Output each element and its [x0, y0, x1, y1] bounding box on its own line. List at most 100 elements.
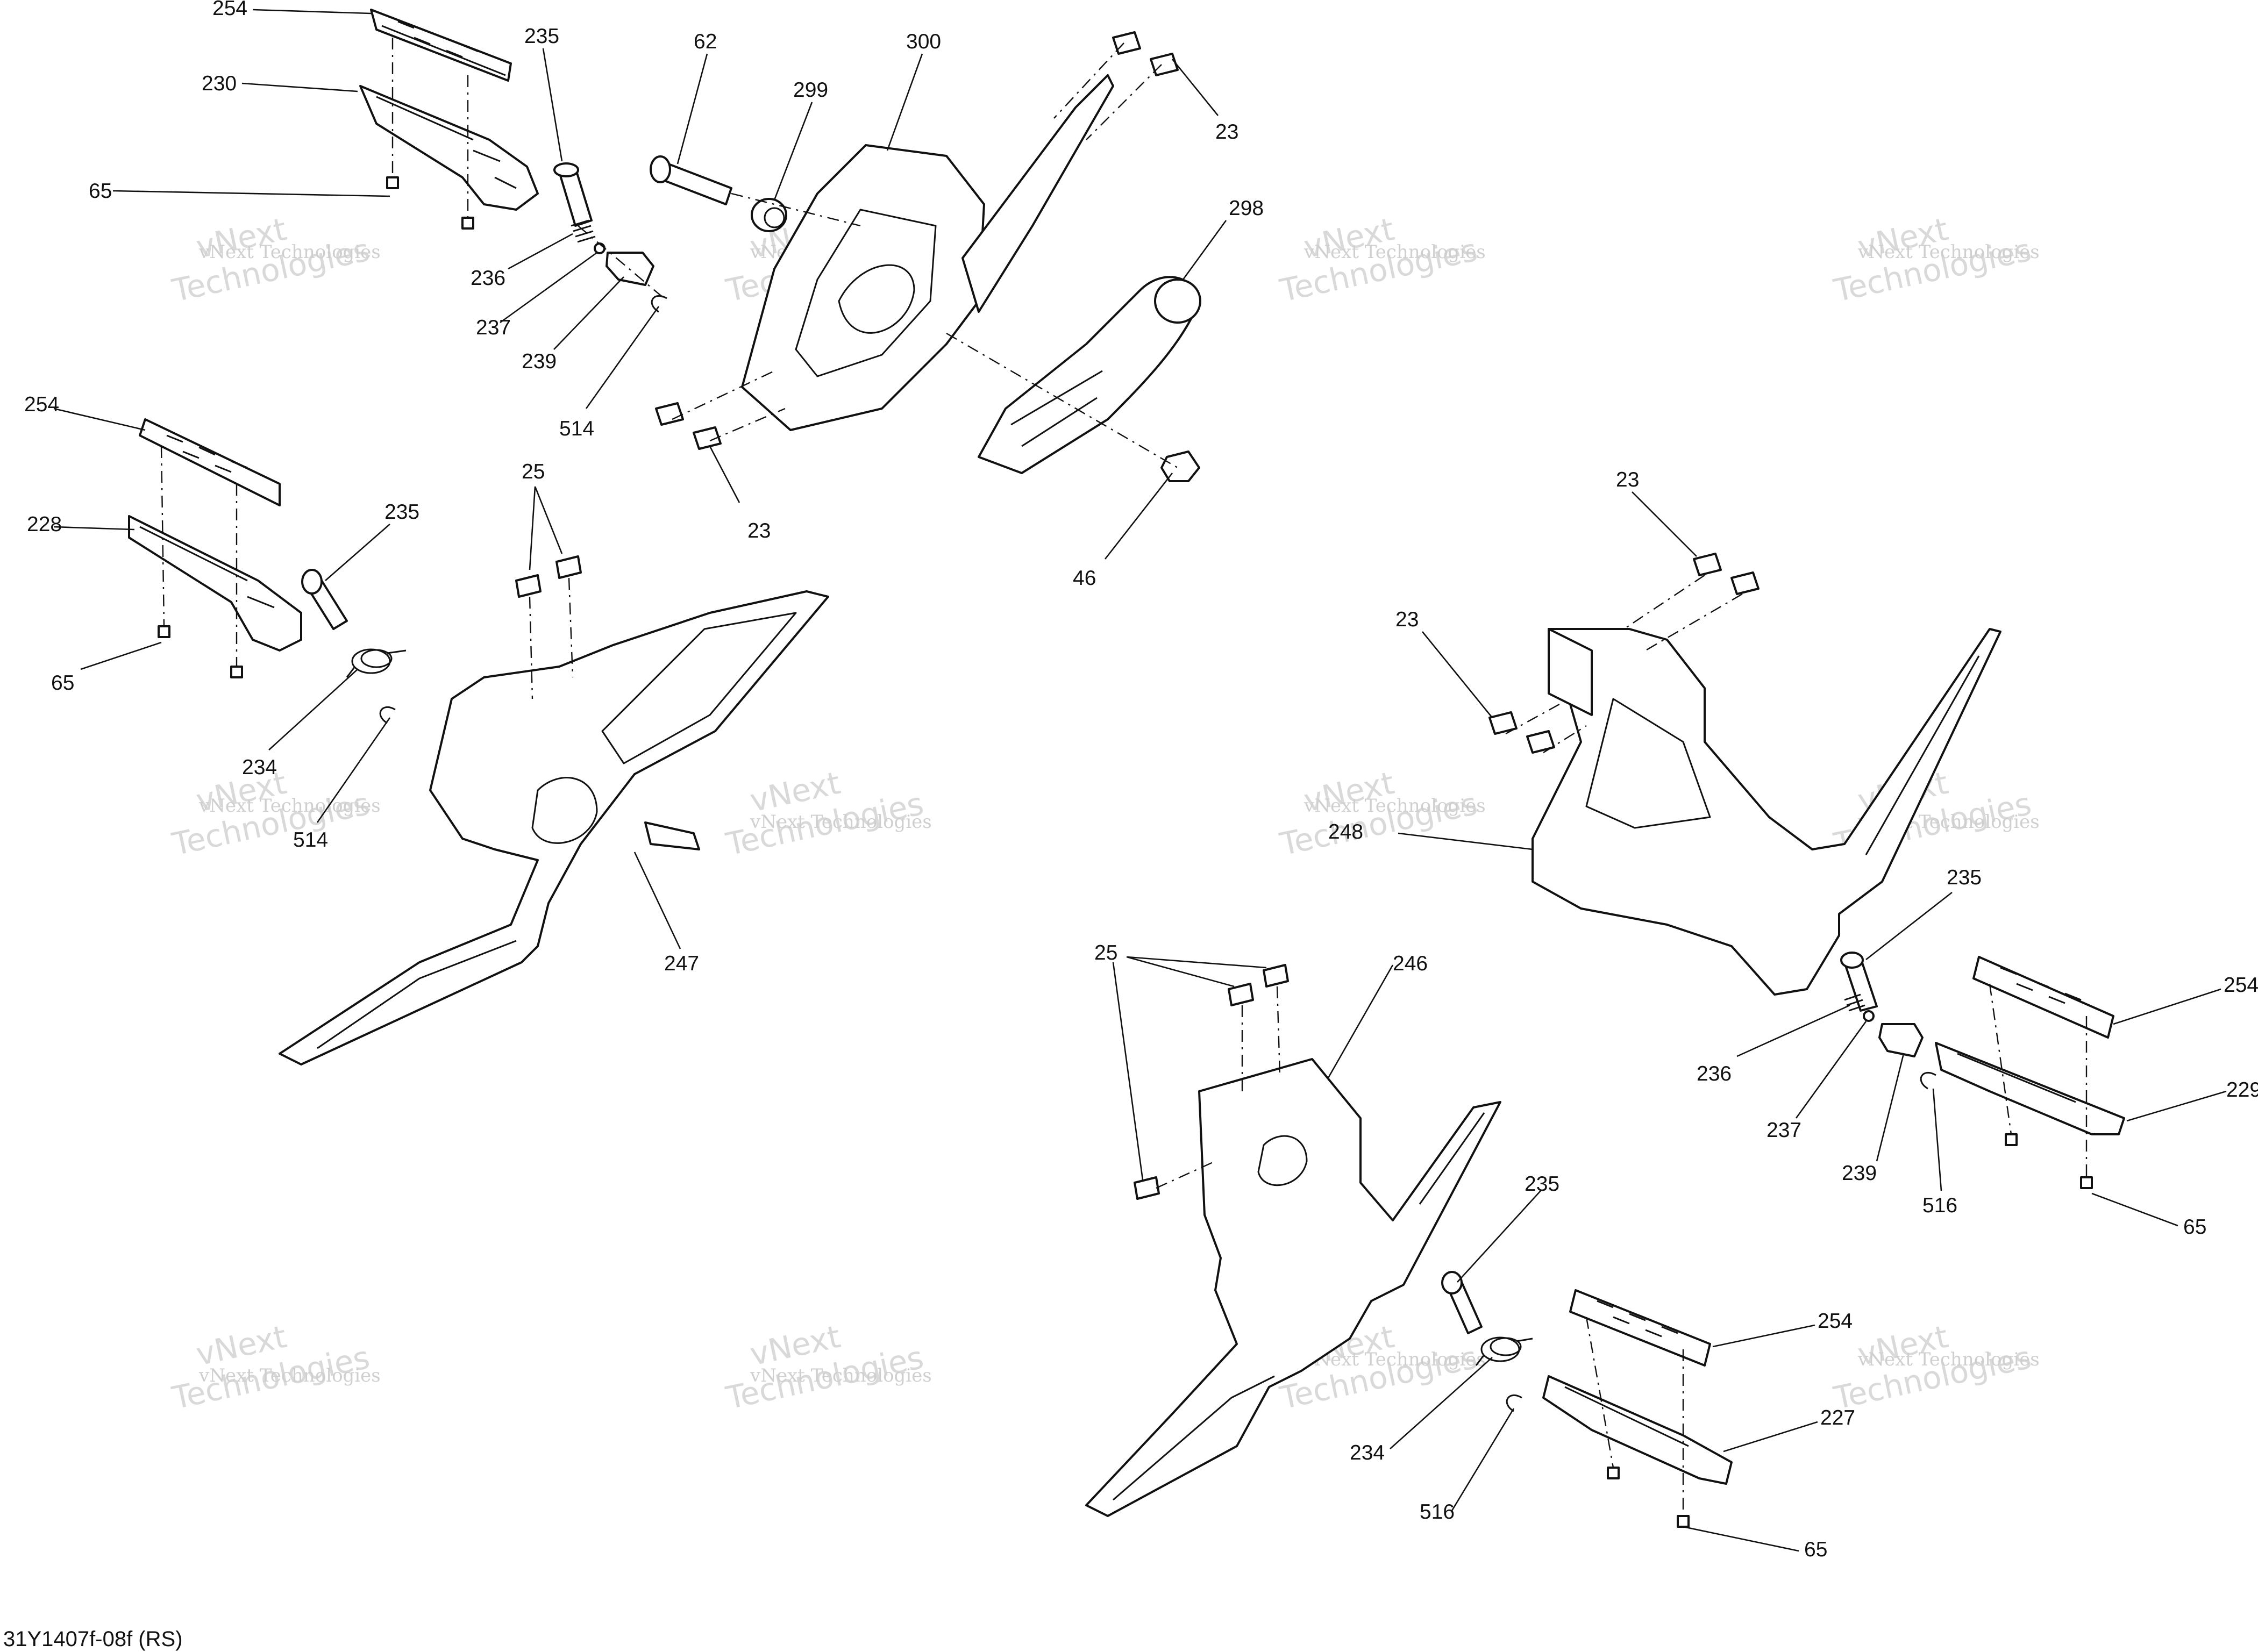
- footpeg-bottom: [1542, 1375, 1733, 1485]
- footpeg-pad-right: [1972, 956, 2114, 1039]
- callout-234: 234: [242, 756, 277, 779]
- pin-235-top: [553, 162, 593, 227]
- plate-239-right: [1878, 1023, 1924, 1057]
- callout-235: 235: [1525, 1172, 1559, 1196]
- callout-516: 516: [1922, 1194, 1957, 1217]
- bolts-25-left: [515, 555, 582, 598]
- callout-235: 235: [1947, 866, 1982, 889]
- callout-247: 247: [664, 952, 699, 975]
- ball-237-right: [1863, 1010, 1875, 1022]
- watermark-text: vNext Technologies: [750, 811, 932, 833]
- callout-246: 246: [1393, 952, 1428, 975]
- callout-514: 514: [293, 828, 328, 852]
- footpeg-pad-bottom: [1569, 1289, 1711, 1367]
- callout-65: 65: [51, 671, 74, 695]
- pin-235-bottom: [1441, 1271, 1483, 1334]
- bracket-300: [741, 74, 1114, 431]
- clip-516-bottom: [1506, 1394, 1522, 1412]
- bracket-246: [1085, 1058, 1501, 1517]
- nut-46: [1160, 450, 1200, 482]
- watermark-text: vNext Technologies: [750, 1365, 932, 1386]
- bracket-248: [1532, 628, 2001, 996]
- watermark-text: vNext Technologies: [198, 795, 381, 817]
- callout-65: 65: [89, 180, 112, 203]
- callout-299: 299: [793, 78, 828, 102]
- footpeg-right: [1935, 1042, 2125, 1135]
- callout-230: 230: [202, 72, 237, 95]
- callout-300: 300: [906, 30, 941, 53]
- callout-65: 65: [2183, 1215, 2206, 1239]
- assembly-lines: [160, 38, 2088, 1516]
- bolts-23-top: [655, 31, 1179, 450]
- callout-229: 229: [2226, 1078, 2258, 1102]
- callout-237: 237: [1766, 1119, 1801, 1142]
- callout-23: 23: [1215, 120, 1238, 144]
- clip-514-top: [651, 295, 667, 313]
- callout-62: 62: [694, 30, 717, 53]
- spring-234-right: [1475, 1336, 1533, 1366]
- watermark-text: vNext Technologies: [198, 1365, 381, 1386]
- callout-239: 239: [522, 350, 557, 373]
- bolts-25-right: [1134, 964, 1289, 1200]
- screw-65-top: [386, 176, 399, 189]
- callout-298: 298: [1229, 197, 1264, 220]
- arm-298: [978, 276, 1201, 474]
- callout-237: 237: [476, 316, 511, 339]
- clip-516-right: [1920, 1071, 1936, 1090]
- clip-514-mid: [379, 706, 396, 724]
- callout-23: 23: [1395, 608, 1419, 631]
- bushing-299: [751, 198, 787, 232]
- screw-65-top-b: [461, 217, 474, 230]
- footpeg-pad-mid-left: [139, 418, 281, 506]
- callout-236: 236: [471, 267, 505, 290]
- bolt-62: [650, 155, 732, 205]
- footpeg-top-left: [359, 85, 539, 211]
- callout-516: 516: [1420, 1500, 1455, 1524]
- callout-254: 254: [212, 0, 247, 20]
- pin-235-mid: [301, 569, 348, 630]
- footpeg-pad-top-left: [370, 9, 512, 82]
- callout-236: 236: [1697, 1062, 1732, 1085]
- spring-236-right: [1844, 993, 1865, 1012]
- watermark-text: vNext Technologies: [1303, 241, 1486, 263]
- callout-228: 228: [27, 513, 62, 536]
- callout-235: 235: [524, 25, 559, 48]
- footpeg-mid-left: [128, 515, 302, 652]
- callout-514: 514: [559, 417, 594, 440]
- drawing-reference: 31Y1407f-08f (RS): [3, 1627, 183, 1651]
- watermark-text: vNext Technologies: [1303, 1349, 1486, 1370]
- callout-254: 254: [1818, 1310, 1853, 1333]
- callout-239: 239: [1842, 1162, 1877, 1185]
- spring-234-left: [346, 648, 407, 678]
- screw-65-bottom-b: [1677, 1515, 1690, 1528]
- callout-234: 234: [1350, 1441, 1385, 1464]
- callout-227: 227: [1820, 1406, 1855, 1429]
- callout-25: 25: [1094, 941, 1117, 964]
- callout-46: 46: [1073, 567, 1096, 590]
- screw-65-mid-b: [230, 666, 243, 678]
- callout-23: 23: [747, 519, 771, 542]
- bolts-23-right: [1488, 553, 1760, 754]
- screw-65-bottom: [1607, 1467, 1620, 1479]
- watermark-text: vNext Technologies: [198, 241, 381, 263]
- callout-23: 23: [1616, 468, 1639, 491]
- callout-235: 235: [384, 500, 419, 524]
- callout-248: 248: [1328, 820, 1363, 843]
- callout-65: 65: [1804, 1538, 1827, 1561]
- pin-235-right: [1840, 952, 1878, 1012]
- screw-65-right-b: [2080, 1176, 2093, 1189]
- callout-labels: 254 230 235 65 236 237 239 514 62 299 30…: [24, 0, 2258, 1561]
- bracket-247: [279, 590, 829, 1065]
- watermark-text: vNext Technologies: [1857, 241, 2040, 263]
- callout-254: 254: [2224, 974, 2258, 997]
- callout-25: 25: [522, 460, 545, 483]
- ball-237-top: [594, 242, 606, 254]
- part-drawings: [128, 9, 2125, 1528]
- leader-lines: [53, 9, 2227, 1552]
- watermark-text: vNext Technologies: [1303, 795, 1486, 817]
- screw-65-right: [2005, 1133, 2018, 1146]
- callout-254: 254: [24, 393, 59, 416]
- screw-65-mid: [158, 625, 170, 638]
- watermark-text: vNext Technologies: [1857, 1349, 2040, 1370]
